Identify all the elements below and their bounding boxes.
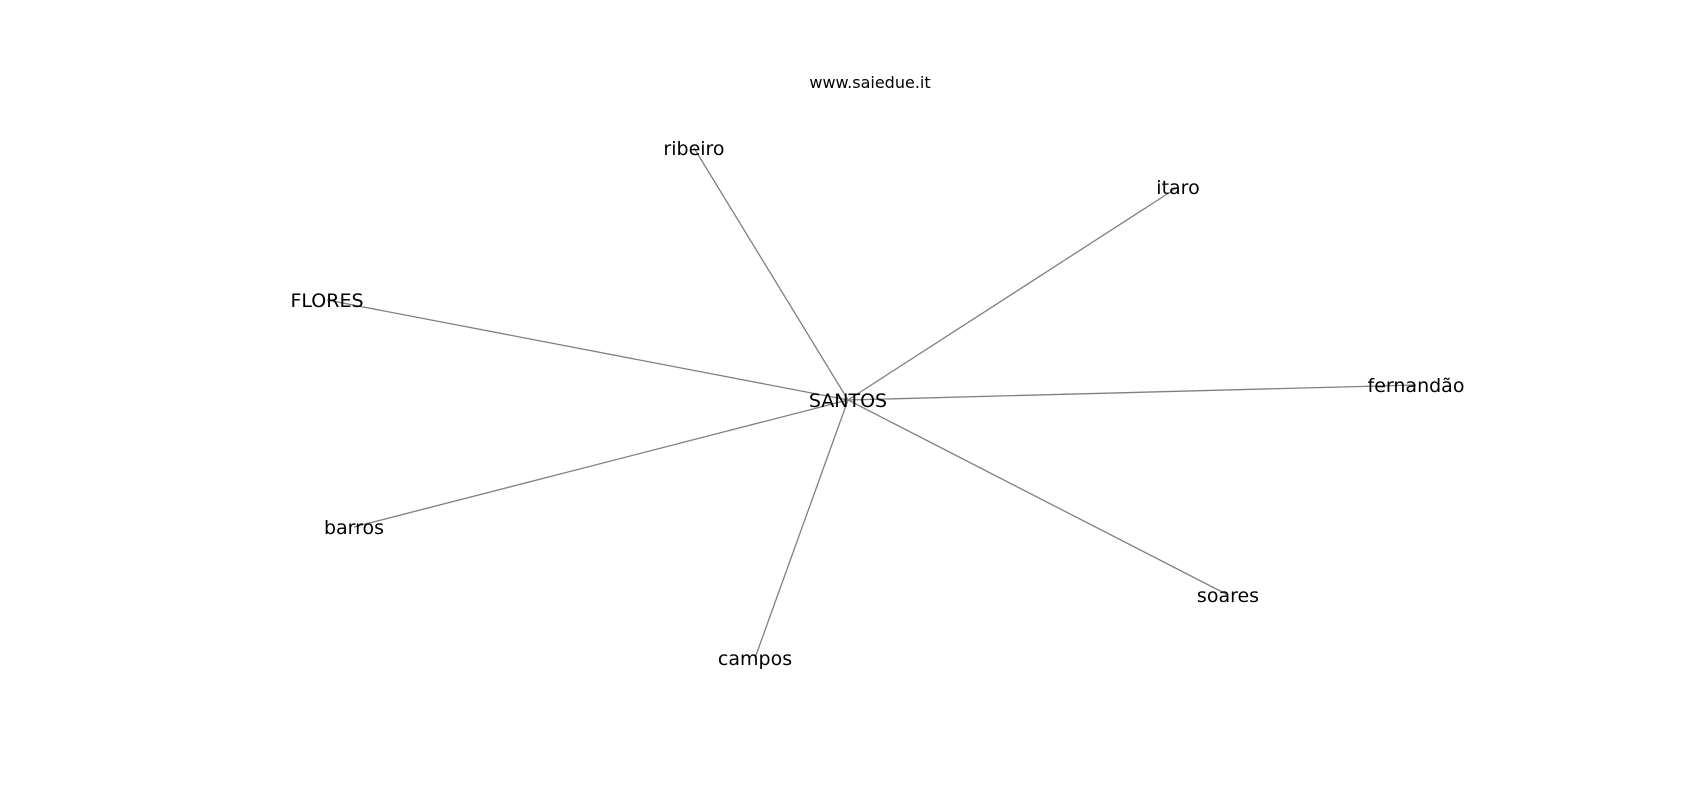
node-label-itaro: itaro bbox=[1156, 177, 1199, 199]
node-label-flores: FLORES bbox=[290, 290, 363, 312]
edge-santos-barros bbox=[353, 399, 849, 528]
labels-group: SANTOS ribeiro itaro FLORES fernandão ba… bbox=[290, 138, 1464, 670]
node-label-fernandao: fernandão bbox=[1368, 375, 1465, 397]
edge-santos-campos bbox=[754, 399, 849, 659]
edges-group bbox=[326, 147, 1417, 659]
edge-santos-soares bbox=[847, 399, 1229, 596]
edge-santos-ribeiro bbox=[693, 147, 849, 401]
edge-santos-flores bbox=[326, 299, 849, 401]
edge-santos-fernandao bbox=[847, 384, 1417, 401]
node-label-campos: campos bbox=[718, 648, 792, 670]
node-label-soares: soares bbox=[1197, 585, 1259, 607]
node-label-ribeiro: ribeiro bbox=[663, 138, 724, 160]
node-label-santos: SANTOS bbox=[809, 390, 887, 412]
site-title: www.saiedue.it bbox=[809, 73, 930, 92]
edge-santos-itaro bbox=[847, 186, 1179, 401]
node-label-barros: barros bbox=[324, 517, 384, 539]
